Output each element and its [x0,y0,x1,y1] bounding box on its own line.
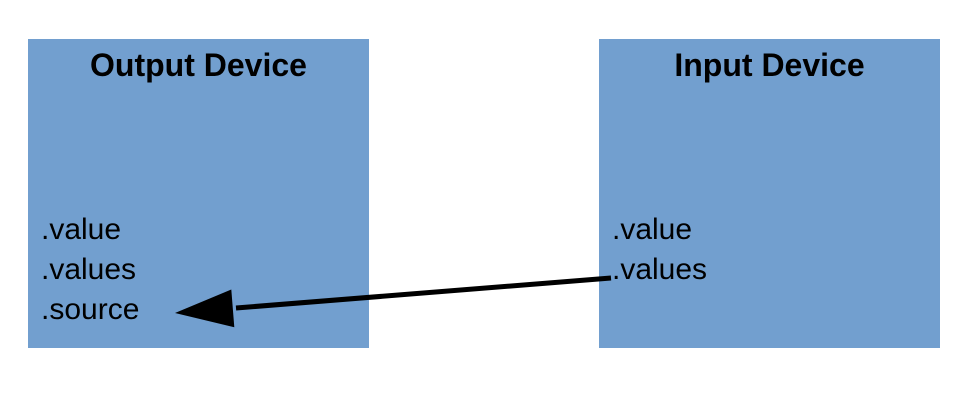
input-attribute-value: .value [612,213,693,246]
output-attribute-source: .source [41,293,140,326]
output-device-box: Output Device .value .values .source [28,39,369,348]
input-device-box: Input Device .value .values [599,39,940,348]
output-attribute-value: .value [41,213,122,246]
output-device-attribute-list: .value .values .source [41,210,139,330]
input-device-attribute-list: .value .values [612,210,707,290]
input-device-title: Input Device [674,47,865,83]
output-device-title: Output Device [90,47,307,83]
output-attribute-values: .values [41,253,137,286]
input-attribute-values: .values [612,253,708,286]
